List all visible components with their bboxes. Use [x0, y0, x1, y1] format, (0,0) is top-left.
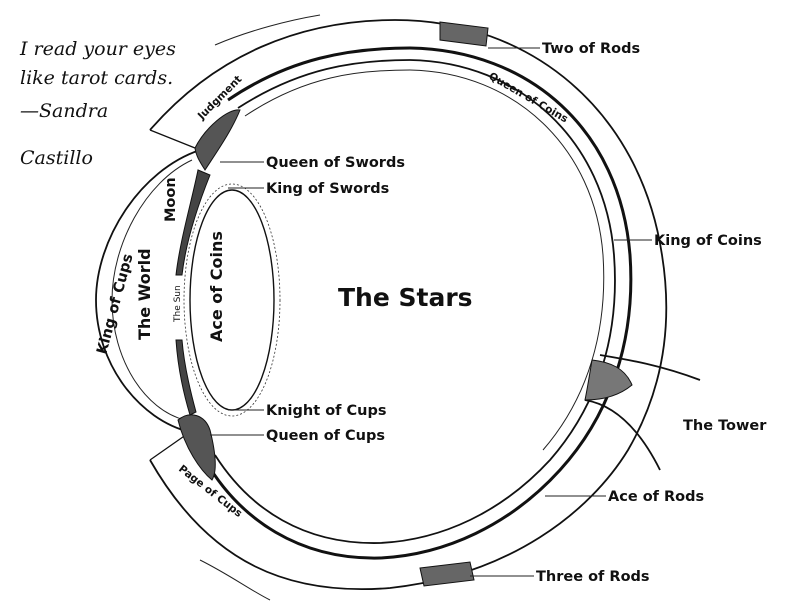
cornea — [95, 149, 201, 433]
retina-layer — [214, 59, 616, 544]
iris-bottom — [175, 339, 197, 416]
epigraph-quote: I read your eyes like tarot cards. —Sand… — [19, 38, 176, 169]
label-queen-of-coins: Queen of Coins — [487, 70, 570, 125]
quote-line-2: like tarot cards. — [20, 67, 173, 89]
leader-lines — [210, 47, 652, 577]
lens — [189, 189, 275, 411]
label-moon: Moon — [163, 177, 179, 222]
label-the-tower: The Tower — [683, 418, 767, 434]
label-the-world: The World — [135, 248, 154, 340]
label-the-stars: The Stars — [338, 283, 473, 312]
label-queen-of-cups: Queen of Cups — [266, 428, 385, 444]
label-ace-of-rods: Ace of Rods — [608, 489, 704, 505]
optic-nerve-fill — [584, 359, 633, 401]
label-knight-of-cups: Knight of Cups — [266, 403, 387, 419]
skin-fold-top — [214, 14, 321, 46]
upper-muscle — [439, 21, 489, 47]
label-three-of-rods: Three of Rods — [536, 569, 650, 585]
lower-muscle — [419, 561, 475, 587]
ciliary-top — [194, 109, 241, 171]
outer-sclera — [149, 19, 668, 591]
optic-nerve-bottom — [584, 399, 661, 471]
label-the-sun: The Sun — [173, 285, 183, 323]
quote-line-3: —Sandra — [20, 100, 108, 122]
eye-drawing — [95, 14, 701, 601]
label-two-of-rods: Two of Rods — [542, 41, 640, 57]
choroid-layer — [203, 46, 633, 560]
label-king-of-swords: King of Swords — [266, 181, 389, 197]
cornea-inner — [111, 159, 193, 421]
skin-fold-bottom — [199, 559, 271, 601]
iris-top — [175, 169, 211, 276]
ciliary-bottom — [177, 414, 216, 481]
label-ace-of-coins: Ace of Coins — [207, 231, 226, 342]
quote-line-1: I read your eyes — [19, 38, 176, 60]
upper-junction — [149, 129, 201, 151]
label-queen-of-swords: Queen of Swords — [266, 155, 405, 171]
inner-contour — [244, 69, 605, 451]
label-king-of-coins: King of Coins — [654, 233, 762, 249]
lens-capsule — [183, 183, 281, 417]
optic-nerve-top — [599, 354, 701, 381]
quote-line-4: Castillo — [20, 147, 93, 169]
